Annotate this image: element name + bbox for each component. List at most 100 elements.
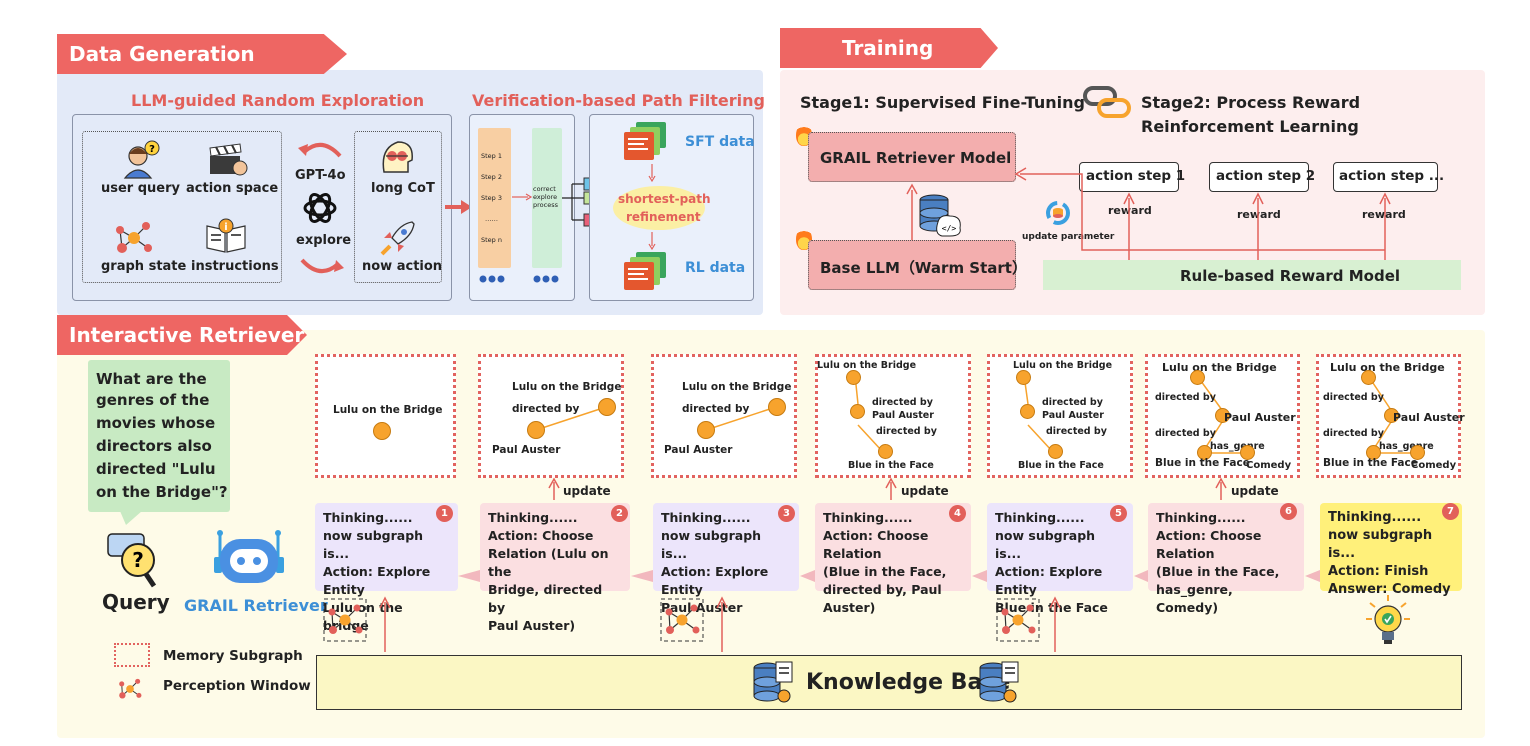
cycle-arrow-top-icon [298,143,342,158]
now-action-label: now action [362,259,443,274]
question-line-3: movies whose [96,414,216,432]
filtering-title: Verification-based Path Filtering [472,91,765,110]
graph-state-icon [116,222,152,253]
step-badge-4: 4 [949,505,966,522]
retriever-model-box [808,132,1016,182]
step-3-line: now subgraph is... [661,528,762,561]
step-6-line: has_genre, Comedy) [1156,582,1233,615]
step-1-line: Thinking...... [323,510,413,525]
sg6-blue-node [1197,445,1212,460]
filter-arrow-icon [512,193,533,201]
step-3-line: Action: Explore Entity [661,564,769,597]
input-items-box [82,131,282,283]
sg2-lulu-label: Lulu on the Bridge [512,381,622,393]
question-line-4: directors also [96,437,212,455]
step-6-line: Thinking...... [1156,510,1246,525]
question-bubble [88,360,230,512]
sg3-paul-label: Paul Auster [664,444,733,456]
database-icon-left [753,661,793,703]
correct-line-1: correct [533,185,556,193]
step-6-line: (Blue in the Face, [1156,564,1280,579]
sg5-blue-node [1048,444,1063,459]
sg6-comedy-node [1240,445,1255,460]
long-cot-icon [382,141,413,173]
svg-text:i: i [224,222,227,233]
step-6-line: Action: Choose Relation [1156,528,1262,561]
stage1-label: Stage1: Supervised Fine-Tuning [800,93,1086,112]
svg-text:?: ? [149,144,155,155]
sg2-paul-label: Paul Auster [492,444,561,456]
refine-arrow-bottom-icon [648,232,656,251]
step-4-line: (Blue in the Face, [823,564,947,579]
step-2-line: Action: Choose [488,528,594,543]
step-2-line: Paul Auster) [488,618,576,633]
sg7-directed-label-2: directed by [1323,428,1384,439]
step-card-2: Thinking...... Action: Choose Relation (… [480,503,630,633]
pipeline-arrow-icon [445,200,472,214]
perception-window-icon-2 [660,598,704,642]
memory-subgraph-1 [315,354,456,478]
step-1-line: now subgraph is... [323,528,424,561]
step-badge-5: 5 [1110,505,1127,522]
update-cycle-icon [1046,201,1070,225]
sg7-comedy-label: Comedy [1411,460,1457,471]
step-badge-3: 3 [778,505,795,522]
retriever-model-label: GRAIL Retriever Model [820,149,1012,167]
output-items-box [354,131,442,283]
base-llm-label: Base LLM（Warm Start） [820,259,1027,277]
step-card-1: Thinking...... now subgraph is... Action… [315,503,458,633]
sft-files-icon [624,122,666,160]
sg5-lulu-label: Lulu on the Bridge [1013,360,1113,371]
long-cot-label: long CoT [371,181,435,196]
sg6-blue-label: Blue in the Face [1155,457,1250,469]
rl-data-label: RL data [685,260,746,276]
step-4-line: Auster) [823,600,876,615]
sg4-paul-node [850,404,865,419]
memory-subgraph-4 [815,354,971,478]
step-2-line: Bridge, directed by [488,582,603,615]
link-icon [1083,86,1131,118]
training-up-arrow-icon [906,183,918,240]
action-step-1-label: action step 1 [1086,168,1186,184]
step-1: Step 1 [481,152,503,160]
knowledge-base-bar [316,655,1462,710]
sg3-directed-label: directed by [682,403,750,415]
sg2-directed-label: directed by [512,403,580,415]
sg4-lulu-label: Lulu on the Bridge [817,360,917,371]
correct-line-3: process [533,201,558,209]
update-label-2: update [901,484,949,498]
refinement-line-2: refinement [626,210,701,224]
sg7-blue-node [1366,445,1381,460]
action-space-icon [209,143,248,176]
step-n: Step n [481,236,502,244]
sg4-directed-label-2: directed by [876,426,937,437]
sg5-lulu-node [1016,370,1031,385]
sg4-directed-label-1: directed by [872,397,933,408]
step-badge-6: 6 [1280,503,1297,520]
legend-perception-icon [119,678,142,699]
openai-logo-icon [303,193,337,223]
step-5-line: Thinking...... [995,510,1085,525]
step-card-3: Thinking...... now subgraph is... Action… [653,503,799,615]
refine-arrow-top-icon [648,164,656,183]
sg5-paul-node [1020,404,1035,419]
training-banner: Training [780,28,998,68]
sg7-paul-label: Paul Auster [1393,411,1465,424]
step-card-6: Thinking...... Action: Choose Relation (… [1148,503,1304,615]
retriever-banner: Interactive Retriever [57,315,307,355]
gpt-label: GPT-4o [295,168,346,183]
stage2-line-1: Stage2: Process Reward [1141,93,1361,112]
sg5-paul-label: Paul Auster [1042,410,1104,421]
step-4-line: Thinking...... [823,510,913,525]
query-magnifier-icon: ? [107,533,157,588]
base-llm-box [808,240,1016,290]
step-3-line: Thinking...... [661,510,751,525]
refinement-oval [613,186,705,230]
rl-files-icon [624,252,666,290]
sg6-lulu-node [1190,370,1205,385]
sg1-lulu-label: Lulu on the Bridge [333,404,443,416]
step-4-line: Action: Choose Relation [823,528,929,561]
sft-data-label: SFT data [685,134,755,150]
sg4-blue-node [878,444,893,459]
sg5-directed-label-1: directed by [1042,397,1103,408]
